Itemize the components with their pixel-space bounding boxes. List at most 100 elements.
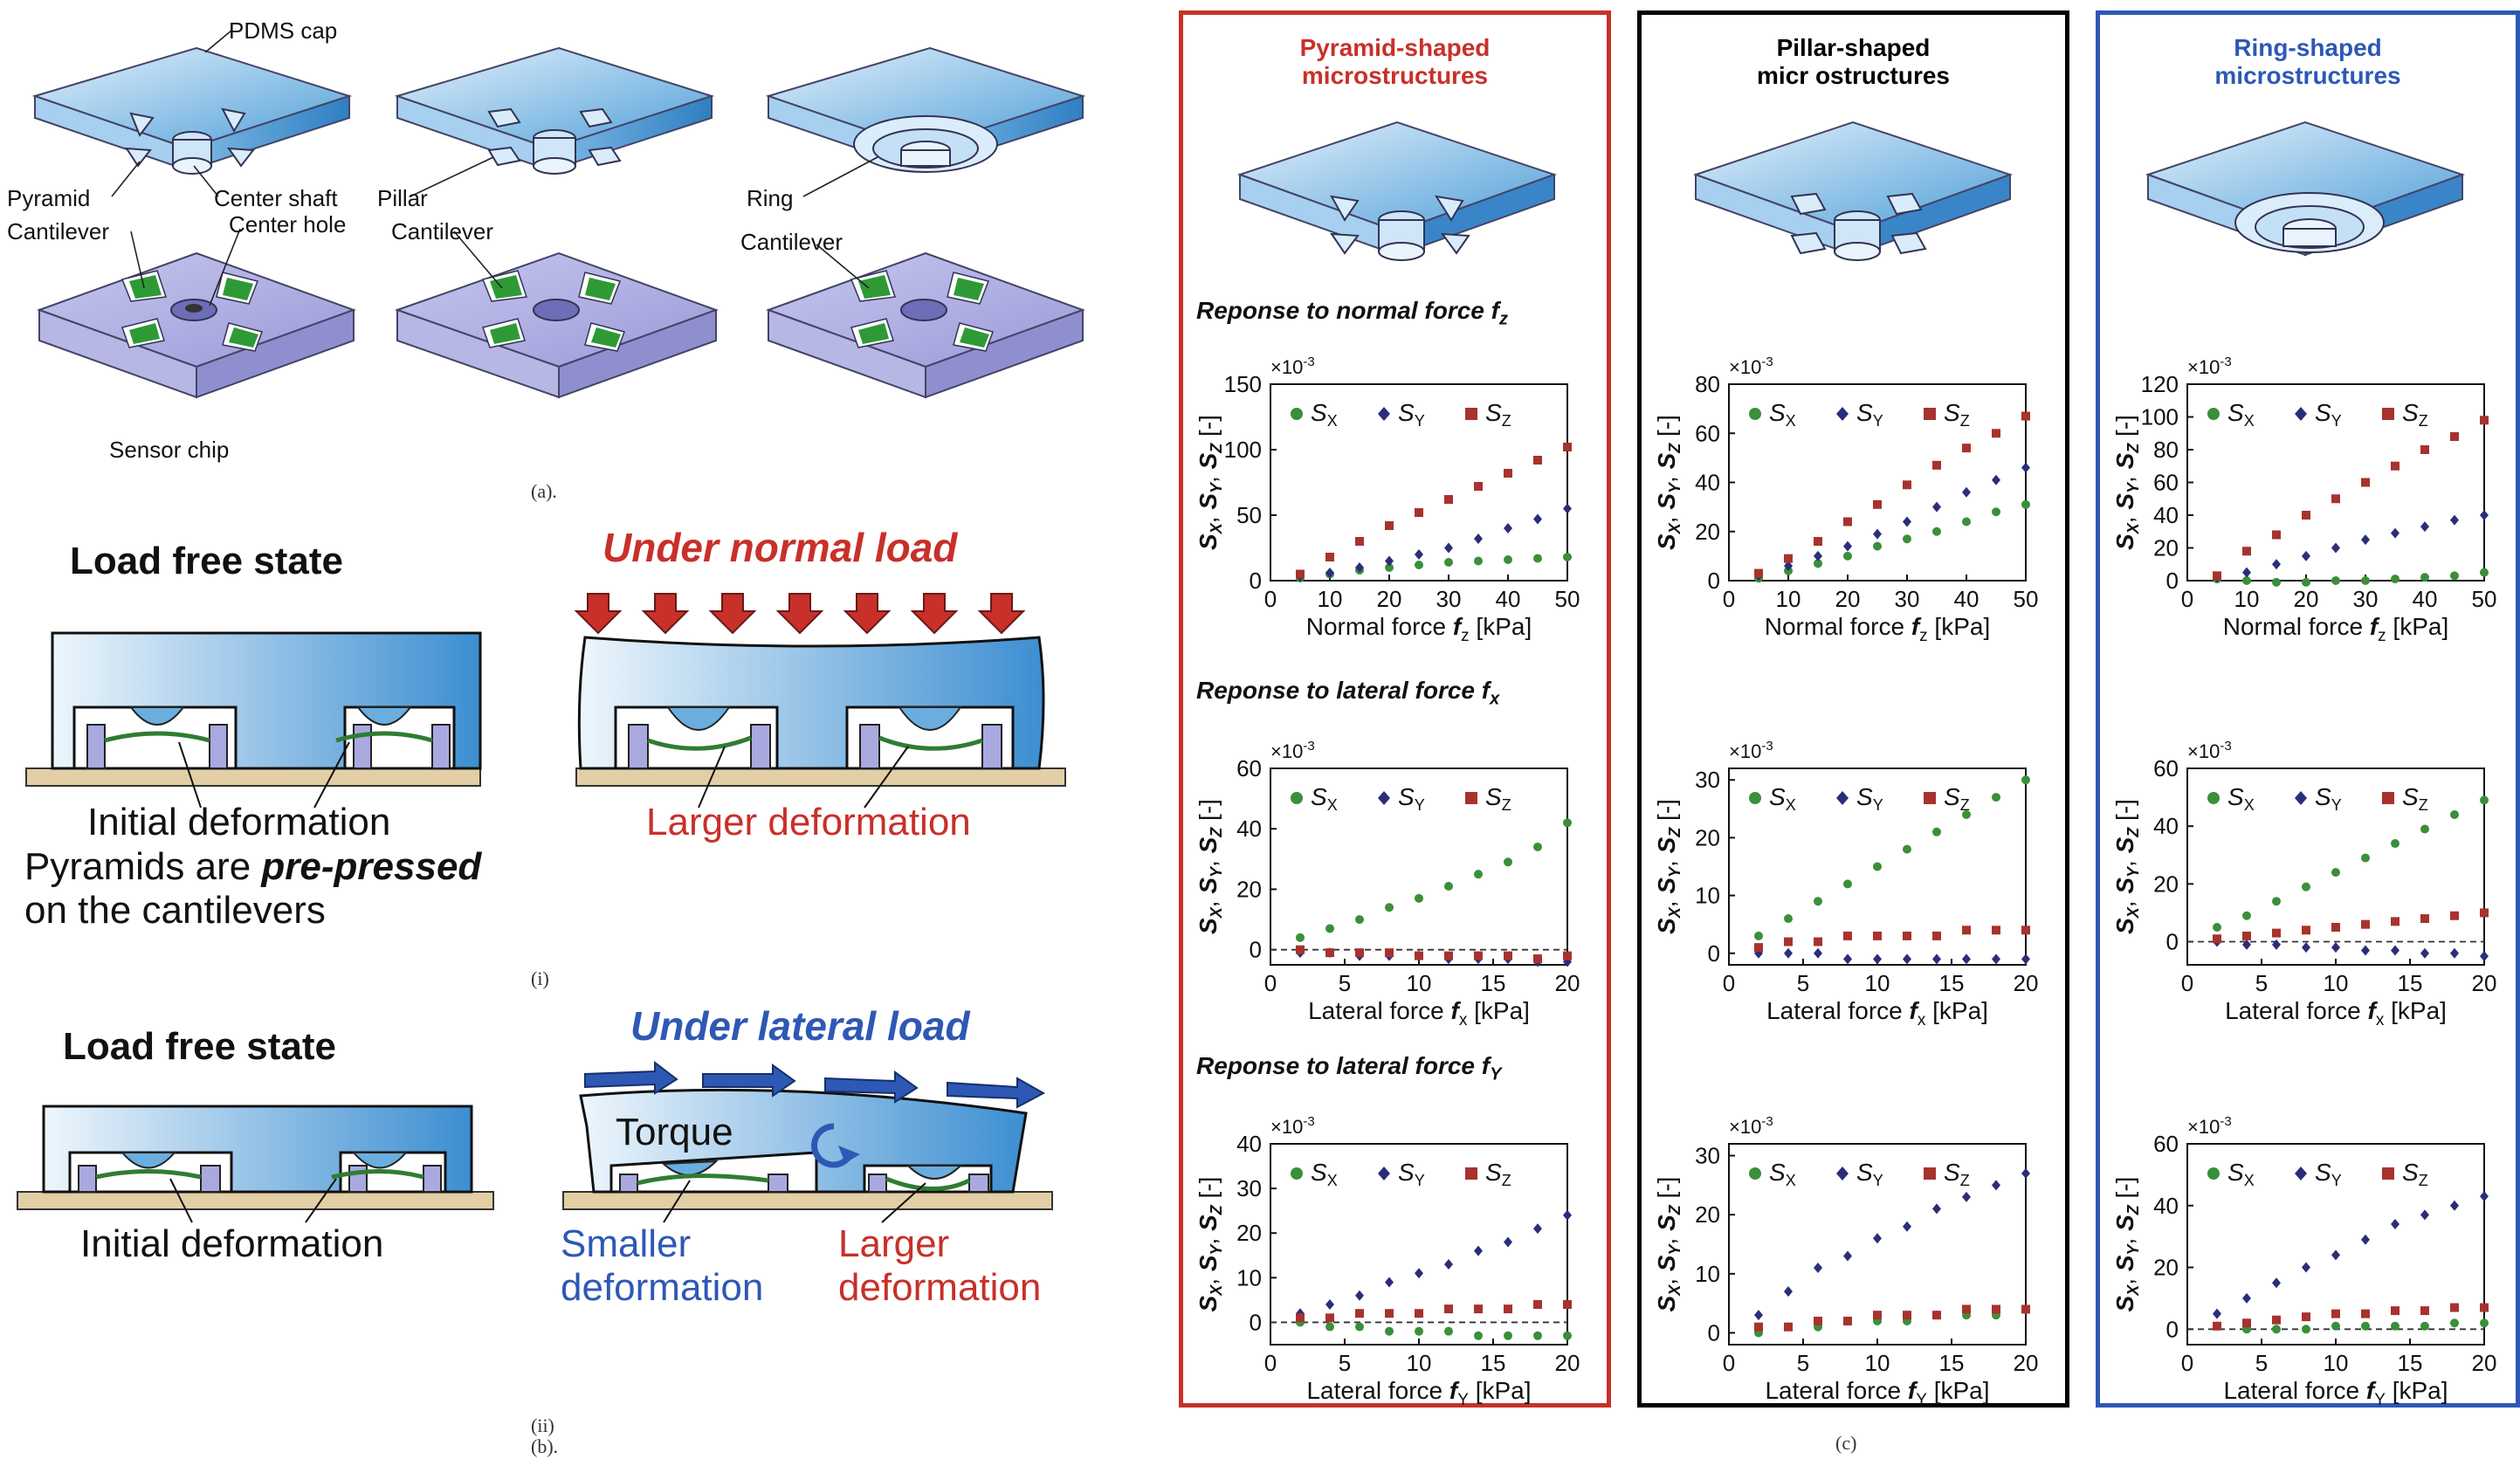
x-axis-label: Normal force fz [kPa]	[1765, 613, 1990, 645]
y-axis-label: SX, SY, SZ [-]	[1195, 799, 1225, 934]
y-axis-label-symbol: S	[1195, 493, 1222, 510]
x-axis-label: Lateral force fx [kPa]	[2225, 997, 2447, 1029]
x-tick-label: 10	[1776, 586, 1801, 612]
point-sz	[1504, 469, 1512, 478]
point-sx	[1325, 1322, 1334, 1332]
point-sz	[1873, 1311, 1882, 1320]
point-sz	[2242, 931, 2251, 940]
caption-ii: (ii)	[531, 1414, 554, 1436]
y-axis-label-sep: ,	[1195, 1231, 1222, 1245]
point-sy	[2242, 1292, 2251, 1304]
y-tick-label: 40	[2153, 502, 2179, 528]
multiplier-label: ×10-3	[1270, 354, 1315, 378]
x-axis-label-symbol: f	[2366, 1377, 2377, 1404]
y-tick-label: 120	[2141, 371, 2179, 397]
x-tick-label: 15	[1481, 970, 1506, 996]
x-axis-label-symbol: f	[1449, 1377, 1460, 1404]
y-tick-label: 60	[2153, 470, 2179, 496]
caption-a: (a).	[531, 480, 557, 502]
point-sy	[1814, 1263, 1822, 1274]
point-sx	[1533, 1331, 1542, 1340]
y-tick-label: 40	[1236, 1131, 1262, 1157]
point-sz	[1903, 1311, 1911, 1320]
y-axis-label-sep: [-]	[2111, 415, 2138, 444]
y-tick-label: 30	[1695, 1143, 1720, 1169]
y-axis-label-sep: [-]	[1195, 1177, 1222, 1206]
point-sz	[1992, 926, 2000, 935]
y-axis-label-sep: ,	[2111, 853, 2138, 867]
point-sz	[1903, 480, 1911, 490]
panel-a: PDMS cap Pyramid Center shaft Center hol…	[0, 0, 1135, 524]
point-sx	[2450, 1318, 2459, 1328]
y-axis-label-symbol: S	[2111, 1255, 2138, 1271]
point-sz	[1843, 1316, 1852, 1325]
point-sz	[2420, 1306, 2429, 1316]
multiplier-exponent: -3	[1303, 354, 1314, 369]
x-axis-label-unit: [kPa]	[1927, 1377, 1990, 1404]
point-sy	[2361, 534, 2370, 546]
legend-label-sub: X	[1786, 796, 1796, 814]
y-axis-label-sep: ,	[1195, 469, 1222, 483]
point-sx	[1962, 517, 1971, 527]
legend-label-sub: Y	[2331, 1172, 2342, 1189]
x-tick-label: 0	[1723, 586, 1735, 612]
legend-marker-sx	[2207, 792, 2220, 804]
x-tick-label: 0	[1264, 586, 1277, 612]
x-tick-label: 0	[2181, 970, 2193, 996]
legend-marker-sz	[1465, 408, 1477, 420]
point-sz	[2420, 914, 2429, 924]
point-sy	[1843, 540, 1852, 552]
legend-label-sub: Y	[2331, 796, 2342, 814]
point-sz	[2361, 478, 2370, 487]
panel-b-drawing	[17, 593, 1066, 1223]
y-tick-label: 60	[1695, 420, 1720, 446]
point-sy	[2021, 953, 2030, 965]
label-cantilever-2: Cantilever	[391, 218, 494, 244]
point-sy	[1932, 1203, 1941, 1215]
point-sy	[1814, 550, 1822, 561]
caption-i: (i)	[531, 967, 549, 989]
x-axis-label-text: Lateral force	[1306, 1377, 1449, 1404]
point-sy	[1873, 528, 1882, 540]
legend-label: SY	[2315, 1159, 2342, 1189]
legend-label-sub: Z	[1502, 1172, 1511, 1189]
x-tick-label: 40	[2413, 586, 2438, 612]
y-axis-label-symbol: S	[1195, 1295, 1222, 1311]
point-sz	[1754, 1322, 1763, 1332]
point-sz	[1296, 1313, 1305, 1323]
plot-frame	[1270, 383, 1568, 582]
y-axis-label-symbol: S	[1195, 836, 1222, 853]
x-tick-label: 20	[2294, 586, 2319, 612]
y-axis-label-sep: [-]	[1653, 1177, 1680, 1206]
panel-b: Load free state Under normal load Initia…	[0, 524, 1135, 1469]
y-axis-label-sep: ,	[1653, 469, 1680, 483]
point-sx	[2242, 576, 2251, 585]
x-axis-label: Lateral force fY [kPa]	[1306, 1377, 1531, 1409]
legend-label: SY	[1398, 783, 1425, 814]
x-tick-label: 5	[2255, 1350, 2268, 1376]
legend-label: SX	[1769, 399, 1796, 430]
legend-marker-sy	[1378, 791, 1390, 805]
legend-marker-sz	[2382, 792, 2394, 804]
multiplier-exponent: -3	[2220, 1114, 2231, 1129]
y-axis-label-sep: [-]	[1195, 799, 1222, 828]
legend-label-sub: Z	[1502, 796, 1511, 814]
legend-marker-sy	[1836, 1167, 1849, 1180]
y-axis-label-symbol: S	[1653, 878, 1680, 894]
point-sx	[1563, 818, 1572, 828]
y-axis-label-symbol: S	[1195, 533, 1222, 550]
y-axis-label-symbol: S	[1653, 1255, 1680, 1271]
y-axis-label-symbol: S	[1195, 1255, 1222, 1271]
x-tick-label: 5	[1797, 970, 1809, 996]
diagram-free-ii	[17, 1105, 494, 1223]
x-tick-label: 0	[2181, 1350, 2193, 1376]
point-sx	[2420, 1321, 2429, 1331]
point-sz	[1962, 926, 1971, 935]
x-axis-label-sub: Y	[1916, 1391, 1927, 1409]
cap-ring	[765, 46, 1086, 173]
